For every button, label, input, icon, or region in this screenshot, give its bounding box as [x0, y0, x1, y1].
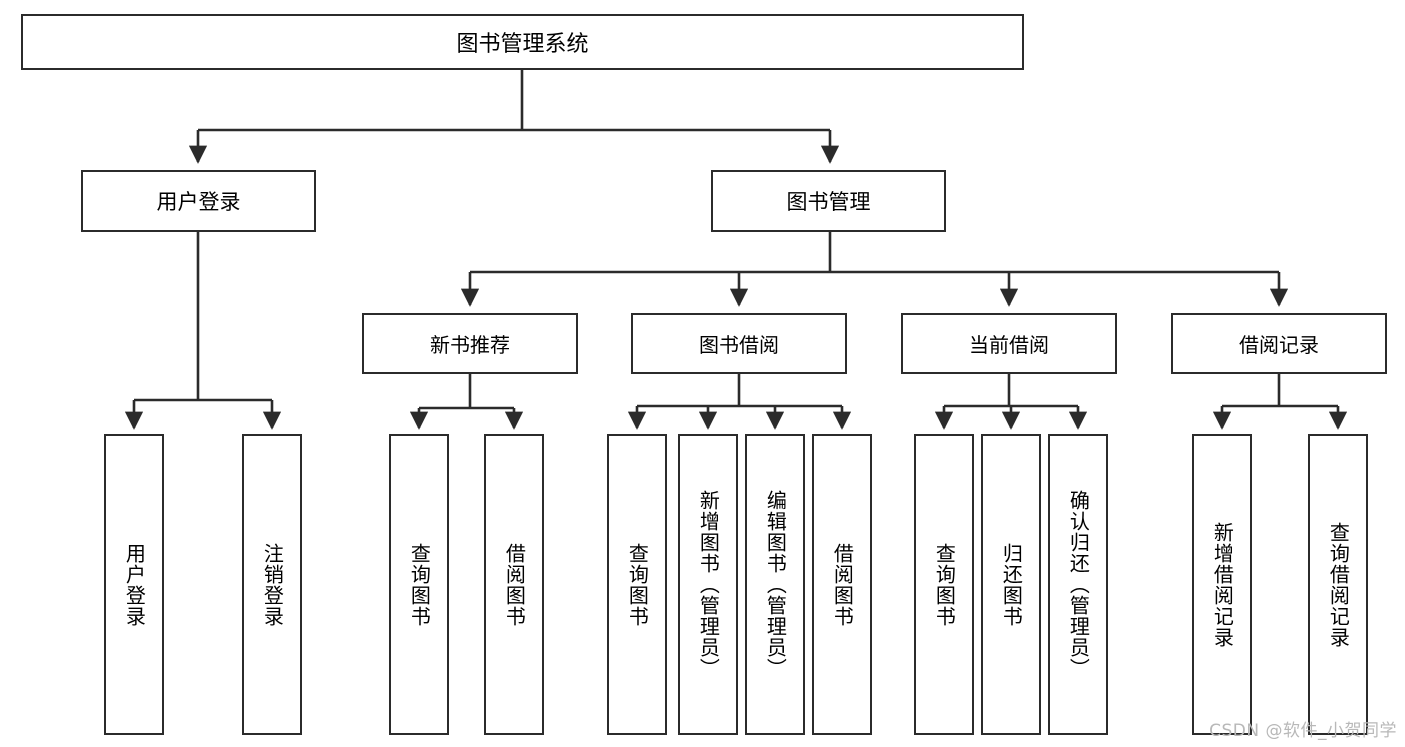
node-root-label: 图书管理系统: [456, 32, 589, 57]
leaf-current-confirm-return-admin-label: 确认归还（管理员）: [1066, 490, 1091, 679]
leaf-current-query-book-label: 查询图书: [932, 542, 957, 627]
leaf-user-logout[interactable]: 注销登录: [242, 434, 302, 735]
node-current-borrow-label: 当前借阅: [969, 333, 1049, 357]
node-book-borrow-label: 图书借阅: [699, 333, 779, 357]
node-new-book-recommend[interactable]: 新书推荐: [362, 313, 578, 374]
leaf-borrow-edit-book-admin-label: 编辑图书（管理员）: [763, 490, 788, 679]
leaf-recommend-borrow-book-label: 借阅图书: [502, 542, 527, 627]
leaf-user-login-label: 用户登录: [122, 542, 147, 627]
leaf-recommend-borrow-book[interactable]: 借阅图书: [484, 434, 544, 735]
leaf-recommend-query-book-label: 查询图书: [407, 542, 432, 627]
leaf-recommend-query-book[interactable]: 查询图书: [389, 434, 449, 735]
leaf-current-confirm-return-admin[interactable]: 确认归还（管理员）: [1048, 434, 1108, 735]
node-new-book-recommend-label: 新书推荐: [430, 333, 510, 357]
leaf-borrow-add-book-admin[interactable]: 新增图书（管理员）: [678, 434, 738, 735]
leaf-current-query-book[interactable]: 查询图书: [914, 434, 974, 735]
csdn-watermark: CSDN @软件_小贺同学: [1209, 721, 1397, 741]
leaf-user-logout-label: 注销登录: [260, 542, 285, 627]
leaf-record-query-record[interactable]: 查询借阅记录: [1308, 434, 1368, 735]
leaf-current-return-book[interactable]: 归还图书: [981, 434, 1041, 735]
leaf-user-login[interactable]: 用户登录: [104, 434, 164, 735]
node-book-borrow[interactable]: 图书借阅: [631, 313, 847, 374]
leaf-borrow-borrow-book-label: 借阅图书: [830, 542, 855, 627]
leaf-borrow-query-book[interactable]: 查询图书: [607, 434, 667, 735]
leaf-borrow-borrow-book[interactable]: 借阅图书: [812, 434, 872, 735]
node-borrow-record-label: 借阅记录: [1239, 333, 1319, 357]
leaf-borrow-edit-book-admin[interactable]: 编辑图书（管理员）: [745, 434, 805, 735]
leaf-record-add-record-label: 新增借阅记录: [1210, 521, 1235, 648]
node-book-management[interactable]: 图书管理: [711, 170, 946, 232]
leaf-record-query-record-label: 查询借阅记录: [1326, 521, 1351, 648]
node-user-login-label: 用户登录: [156, 190, 241, 214]
node-root[interactable]: 图书管理系统: [21, 14, 1024, 70]
leaf-record-add-record[interactable]: 新增借阅记录: [1192, 434, 1252, 735]
node-borrow-record[interactable]: 借阅记录: [1171, 313, 1387, 374]
node-book-management-label: 图书管理: [786, 190, 871, 214]
leaf-current-return-book-label: 归还图书: [999, 542, 1024, 627]
leaf-borrow-add-book-admin-label: 新增图书（管理员）: [696, 490, 721, 679]
node-user-login[interactable]: 用户登录: [81, 170, 316, 232]
leaf-borrow-query-book-label: 查询图书: [625, 542, 650, 627]
node-current-borrow[interactable]: 当前借阅: [901, 313, 1117, 374]
